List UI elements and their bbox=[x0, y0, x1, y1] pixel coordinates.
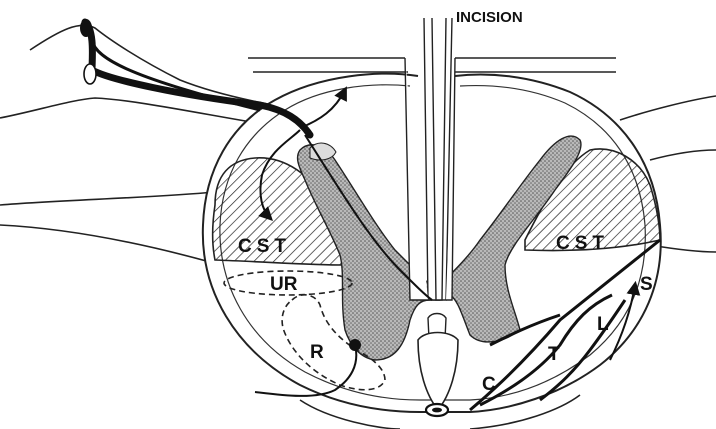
ur-label: UR bbox=[270, 274, 298, 295]
r-neuron-soma bbox=[349, 339, 361, 351]
left-lateral-tissue-line bbox=[0, 192, 215, 205]
cst-label-right: CST bbox=[556, 233, 609, 254]
incision-blade bbox=[405, 18, 455, 300]
l-label: L bbox=[597, 314, 609, 335]
dorsal-root-ganglion-body bbox=[84, 64, 96, 84]
cst-label-left: CST bbox=[238, 236, 291, 257]
c-label: C bbox=[482, 374, 496, 395]
anterior-spinal-artery-lumen bbox=[432, 408, 442, 413]
s-label: S bbox=[640, 274, 653, 295]
left-lower-tissue-line bbox=[0, 225, 210, 262]
dorsal-root-ganglion-cell bbox=[80, 19, 92, 37]
right-lateral-tissue-line bbox=[650, 150, 716, 160]
r-label: R bbox=[310, 342, 324, 363]
right-upper-tissue-line bbox=[620, 96, 716, 120]
t-label: T bbox=[548, 344, 560, 365]
incision-label: INCISION bbox=[456, 9, 523, 26]
